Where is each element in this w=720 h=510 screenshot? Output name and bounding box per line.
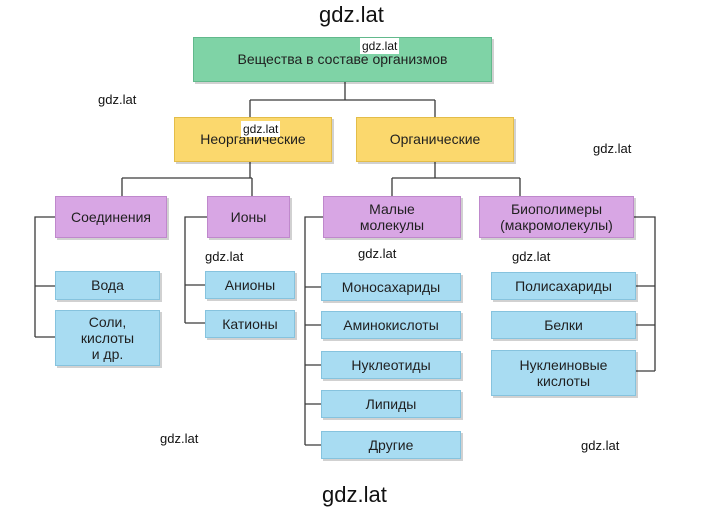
- leaf-amino-acids: Аминокислоты: [321, 311, 461, 339]
- root-node: Вещества в составе организмов: [193, 37, 492, 82]
- leaf-label: Аминокислоты: [343, 316, 439, 333]
- leaf-label: Соли, кислоты и др.: [80, 313, 135, 363]
- small-molecules-label: Малые молекулы: [359, 200, 425, 233]
- leaf-label: Вода: [91, 277, 124, 294]
- leaf-label: Катионы: [222, 315, 278, 332]
- watermark-bottom: gdz.lat: [322, 482, 387, 507]
- watermark: gdz.lat: [241, 121, 281, 137]
- leaf-lipids: Липиды: [321, 390, 461, 418]
- leaf-proteins: Белки: [491, 311, 636, 339]
- watermark: gdz.lat: [98, 92, 137, 107]
- watermark: gdz.lat: [358, 246, 397, 261]
- root-label: Вещества в составе организмов: [237, 51, 448, 68]
- ions-node: Ионы: [207, 196, 290, 238]
- leaf-label: Анионы: [224, 276, 276, 293]
- ions-label: Ионы: [230, 208, 267, 225]
- watermark: gdz.lat: [360, 38, 400, 54]
- small-molecules-node: Малые молекулы: [323, 196, 461, 238]
- watermark: gdz.lat: [205, 249, 244, 264]
- watermark-top: gdz.lat: [319, 2, 384, 27]
- leaf-others: Другие: [321, 431, 461, 459]
- organic-node: Органические: [356, 117, 514, 162]
- leaf-label: Другие: [368, 436, 414, 453]
- leaf-label: Белки: [544, 316, 583, 333]
- leaf-label: Нуклеиновые кислоты: [519, 356, 608, 389]
- leaf-label: Липиды: [365, 395, 417, 412]
- leaf-polysaccharides: Полисахариды: [491, 272, 636, 300]
- watermark: gdz.lat: [593, 141, 632, 156]
- compounds-label: Соединения: [70, 208, 151, 225]
- organic-label: Органические: [389, 131, 481, 148]
- leaf-salts-acids: Соли, кислоты и др.: [55, 310, 160, 366]
- watermark: gdz.lat: [512, 249, 551, 264]
- leaf-cations: Катионы: [205, 310, 295, 338]
- leaf-label: Нуклеотиды: [351, 356, 431, 373]
- leaf-label: Полисахариды: [515, 277, 612, 294]
- watermark: gdz.lat: [160, 431, 199, 446]
- leaf-label: Моносахариды: [341, 278, 441, 295]
- leaf-anions: Анионы: [205, 271, 295, 299]
- leaf-monosaccharides: Моносахариды: [321, 273, 461, 301]
- biopolymers-label: Биополимеры (макромолекулы): [500, 200, 613, 233]
- watermark: gdz.lat: [581, 438, 620, 453]
- leaf-water: Вода: [55, 271, 160, 300]
- biopolymers-node: Биополимеры (макромолекулы): [479, 196, 634, 238]
- leaf-nucleic-acids: Нуклеиновые кислоты: [491, 350, 636, 396]
- leaf-nucleotides: Нуклеотиды: [321, 351, 461, 379]
- compounds-node: Соединения: [55, 196, 167, 238]
